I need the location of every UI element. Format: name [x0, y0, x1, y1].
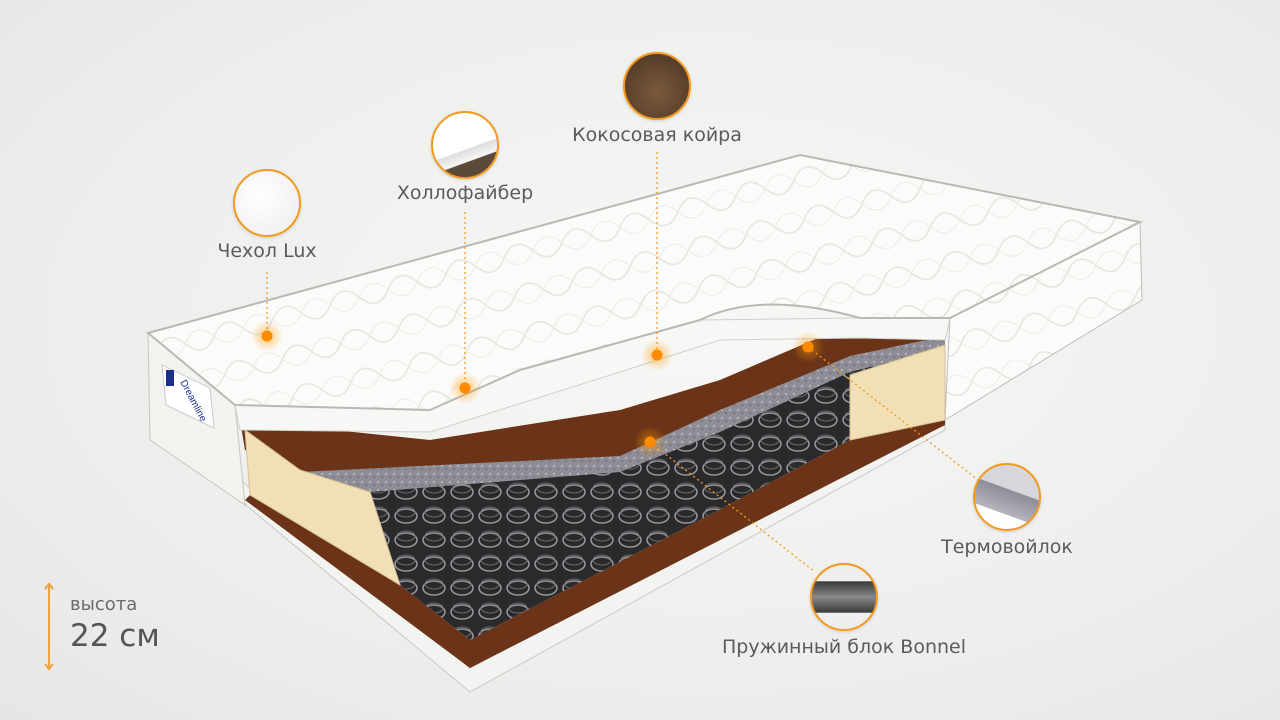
- coconut-thumbnail: [623, 52, 691, 120]
- layer-label-hollofiber: Холлофайбер: [396, 182, 534, 204]
- felt-thumbnail: [973, 463, 1041, 531]
- springs-thumbnail: [810, 563, 878, 631]
- mattress: Dreamline: [145, 153, 1144, 693]
- layer-label-cover: Чехол Lux: [217, 240, 317, 262]
- height-arrow-icon: [44, 582, 54, 671]
- brand-tag: Dreamline: [161, 364, 215, 429]
- hollofiber-thumbnail: [431, 111, 499, 179]
- layer-label-felt: Термовойлок: [941, 536, 1073, 558]
- hotspot-cover: [261, 330, 273, 342]
- hotspot-springs: [644, 436, 656, 448]
- layer-label-coconut: Кокосовая койра: [572, 124, 742, 146]
- brand-logo-icon: [166, 370, 174, 386]
- layer-label-springs: Пружинный блок Bonnel: [721, 636, 967, 658]
- hotspots: [251, 320, 824, 458]
- height-label: высота: [70, 594, 138, 615]
- height-value: 22 см: [70, 618, 160, 654]
- hotspot-coconut: [651, 349, 663, 361]
- hotspot-felt: [802, 341, 814, 353]
- hotspot-hollofiber: [459, 382, 471, 394]
- leader-lines: [266, 152, 979, 573]
- cover-thumbnail: [233, 169, 301, 237]
